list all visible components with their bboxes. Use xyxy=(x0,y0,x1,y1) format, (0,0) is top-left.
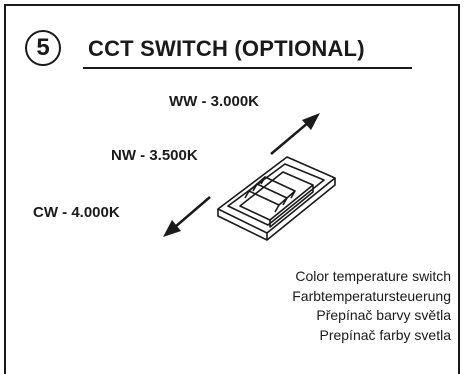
step-number: 5 xyxy=(36,34,50,61)
section-title: CCT SWITCH (OPTIONAL) xyxy=(88,36,365,61)
description-line: Farbtemperatursteuerung xyxy=(292,287,451,304)
option-label-nw: NW - 3.500K xyxy=(111,147,198,164)
option-label-ww: WW - 3.000K xyxy=(169,93,260,110)
title-underline xyxy=(83,67,412,69)
option-label-cw: CW - 4.000K xyxy=(33,204,120,221)
description-line: Přepínač barvy světla xyxy=(316,307,451,323)
description-line: Prepínač farby svetla xyxy=(319,326,451,343)
arrow-down-left-icon xyxy=(163,196,211,237)
step-number-badge: 5 xyxy=(25,30,61,66)
description-line: Color temperature switch xyxy=(295,268,451,284)
switch-drawing xyxy=(217,156,336,241)
description-block: Color temperature switch Farbtemperaturs… xyxy=(292,267,451,345)
arrow-up-right-icon xyxy=(270,113,320,155)
instruction-card xyxy=(4,4,460,374)
